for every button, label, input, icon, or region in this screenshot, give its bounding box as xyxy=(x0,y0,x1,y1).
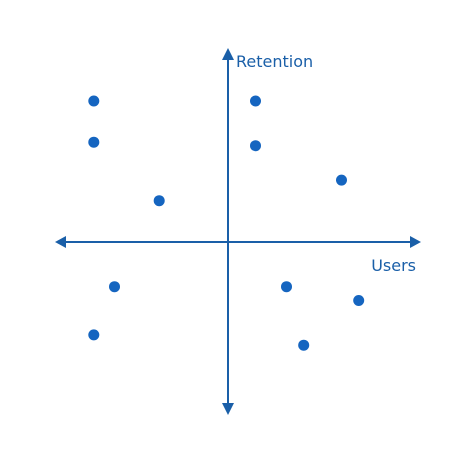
scatter-point xyxy=(153,195,165,207)
x-axis-arrow-right xyxy=(410,236,421,248)
data-points xyxy=(88,95,365,351)
y-axis-arrow-bottom xyxy=(222,403,234,415)
y-axis: Retention xyxy=(222,48,313,415)
y-axis-arrow-top xyxy=(222,48,234,60)
scatter-point xyxy=(250,95,261,107)
scatter-point xyxy=(250,140,261,152)
scatter-point xyxy=(353,295,365,306)
x-axis-label: Users xyxy=(371,256,416,275)
scatter-point xyxy=(88,329,100,341)
scatter-point xyxy=(281,281,292,293)
scatter-point xyxy=(336,174,347,186)
scatter-point xyxy=(298,339,310,351)
x-axis-arrow-left xyxy=(55,236,66,248)
x-axis: Users xyxy=(55,236,421,275)
scatter-point xyxy=(88,95,100,107)
y-axis-label: Retention xyxy=(236,52,313,71)
scatter-point xyxy=(88,136,100,148)
scatter-point xyxy=(109,281,120,293)
